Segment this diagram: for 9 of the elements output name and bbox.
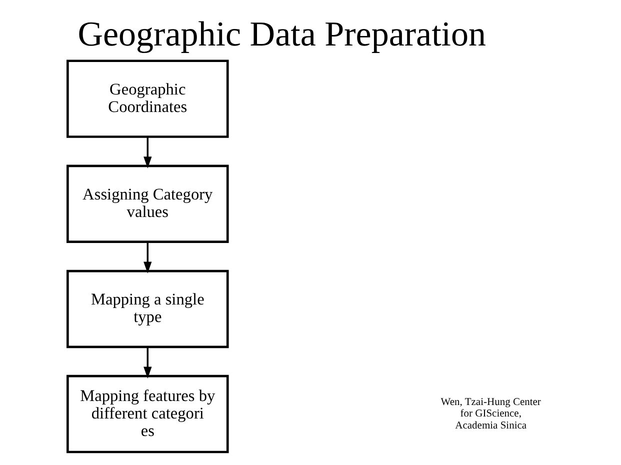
node-box: Mapping a single type xyxy=(66,270,229,348)
arrow xyxy=(144,242,152,274)
diagram-title: Geographic Data Preparation xyxy=(78,14,486,54)
node-box: Mapping features by different categori es xyxy=(66,374,229,454)
node-box: Geographic Coordinates xyxy=(66,60,229,138)
node-box: Assigning Category values xyxy=(66,164,229,243)
arrow xyxy=(144,347,152,378)
arrow xyxy=(144,137,152,168)
label: Wen, Tzai-Hung Center for GIScience, Academia Sinica xyxy=(440,396,541,432)
